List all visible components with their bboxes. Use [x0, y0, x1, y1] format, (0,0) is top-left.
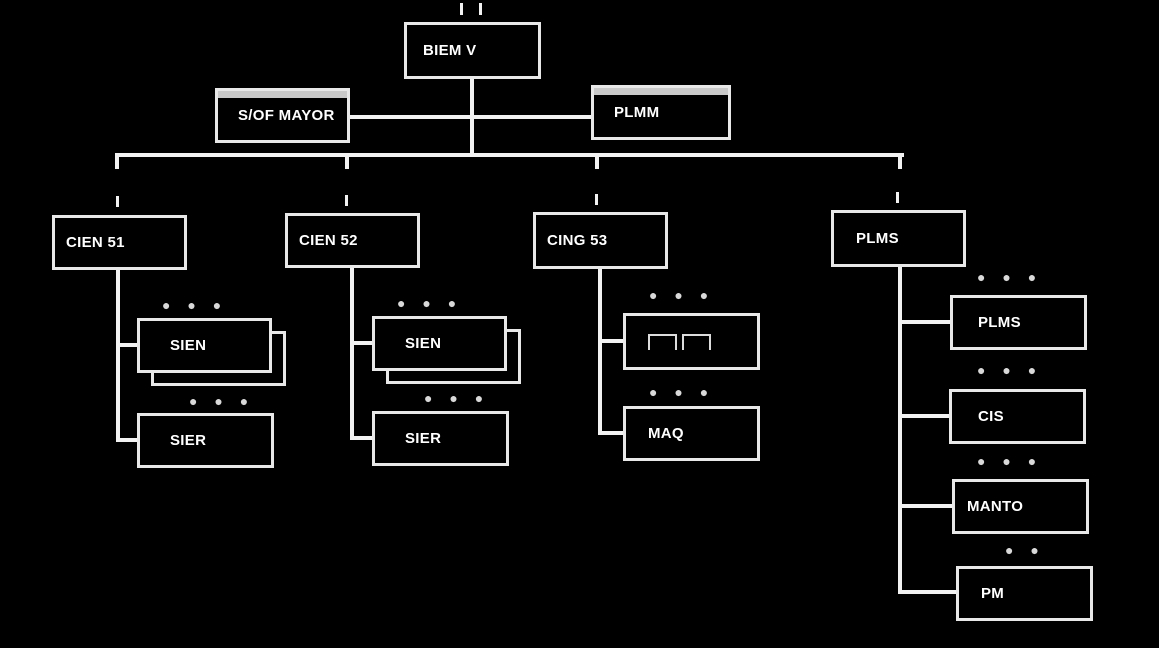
org-node-label: S/OF MAYOR: [238, 107, 335, 124]
connector-cien51-sier: [118, 438, 137, 442]
connector-stub-cing53: [595, 157, 599, 169]
connector-top-dash-right: [479, 3, 482, 15]
org-node-plms: PLMS: [831, 210, 966, 267]
org-node-label: MAQ: [648, 425, 684, 442]
connector-plms-cis: [900, 414, 949, 418]
connector-stub-cien52: [345, 157, 349, 169]
org-node-sier2: SIER: [372, 411, 509, 466]
pi-bracket-icon: [648, 333, 711, 350]
connector-stub-plms: [898, 157, 902, 169]
org-node-label: CIEN 51: [66, 234, 125, 251]
ellipsis-dots: ● ●: [1005, 542, 1039, 558]
connector-top-dash-left: [460, 3, 463, 15]
connector-cien52-sien: [352, 341, 372, 345]
ellipsis-dots: ● ● ●: [424, 390, 484, 406]
connector-plms-plms: [900, 320, 950, 324]
connector-plms-manto: [900, 504, 952, 508]
connector-dash-plms: [896, 192, 899, 203]
org-node-cing53-sub1: [623, 313, 760, 370]
connector-plms-drop: [898, 267, 902, 594]
connector-dash-cing53: [595, 194, 598, 205]
org-node-sien2: SIEN: [372, 316, 507, 371]
org-node-label: CIS: [978, 408, 1004, 425]
connector-cien51-sien: [118, 343, 137, 347]
org-node-cis: CIS: [949, 389, 1086, 444]
org-node-label: CIEN 52: [299, 232, 358, 249]
connector-cien52-sier: [352, 436, 372, 440]
org-node-plmm: PLMM: [591, 85, 731, 140]
ellipsis-dots: ● ● ●: [189, 393, 249, 409]
connector-trunk-bar: [115, 153, 904, 157]
connector-stub-cien51: [115, 157, 119, 169]
header-strip: [594, 88, 728, 95]
org-node-label: CING 53: [547, 232, 608, 249]
connector-cing53-sub1: [600, 339, 623, 343]
ellipsis-dots: ● ● ●: [977, 269, 1037, 285]
ellipsis-dots: ● ● ●: [977, 453, 1037, 469]
connector-staff-bar: [350, 115, 591, 119]
connector-cien51-drop: [116, 270, 120, 442]
connector-plms-pm: [900, 590, 956, 594]
org-node-cien51: CIEN 51: [52, 215, 187, 270]
ellipsis-dots: ● ● ●: [397, 295, 457, 311]
org-node-pm: PM: [956, 566, 1093, 621]
org-node-plms-sub: PLMS: [950, 295, 1087, 350]
ellipsis-dots: ● ● ●: [162, 297, 222, 313]
org-node-label: MANTO: [967, 498, 1024, 515]
ellipsis-dots: ● ● ●: [649, 384, 709, 400]
org-node-sier1: SIER: [137, 413, 274, 468]
connector-cien52-drop: [350, 268, 354, 440]
org-node-label: PLMS: [856, 230, 899, 247]
header-strip: [218, 91, 347, 98]
connector-dash-cien52: [345, 195, 348, 206]
org-node-sof-mayor: S/OF MAYOR: [215, 88, 350, 143]
org-node-label: SIER: [170, 432, 207, 449]
org-node-cing53: CING 53: [533, 212, 668, 269]
org-node-sien1: SIEN: [137, 318, 272, 373]
connector-cing53-drop: [598, 269, 602, 435]
connector-dash-cien51: [116, 196, 119, 207]
ellipsis-dots: ● ● ●: [649, 287, 709, 303]
org-node-manto: MANTO: [952, 479, 1089, 534]
org-node-label: PLMS: [978, 314, 1021, 331]
org-node-maq: MAQ: [623, 406, 760, 461]
org-node-label: PM: [981, 585, 1005, 602]
org-node-label: BIEM V: [423, 42, 477, 59]
org-node-cien52: CIEN 52: [285, 213, 420, 268]
org-node-label: SIEN: [405, 335, 442, 352]
org-node-biem-v: BIEM V: [404, 22, 541, 79]
org-node-label: SIEN: [170, 337, 207, 354]
org-node-label: SIER: [405, 430, 442, 447]
connector-cing53-maq: [600, 431, 623, 435]
ellipsis-dots: ● ● ●: [977, 362, 1037, 378]
org-node-label: PLMM: [614, 104, 660, 121]
